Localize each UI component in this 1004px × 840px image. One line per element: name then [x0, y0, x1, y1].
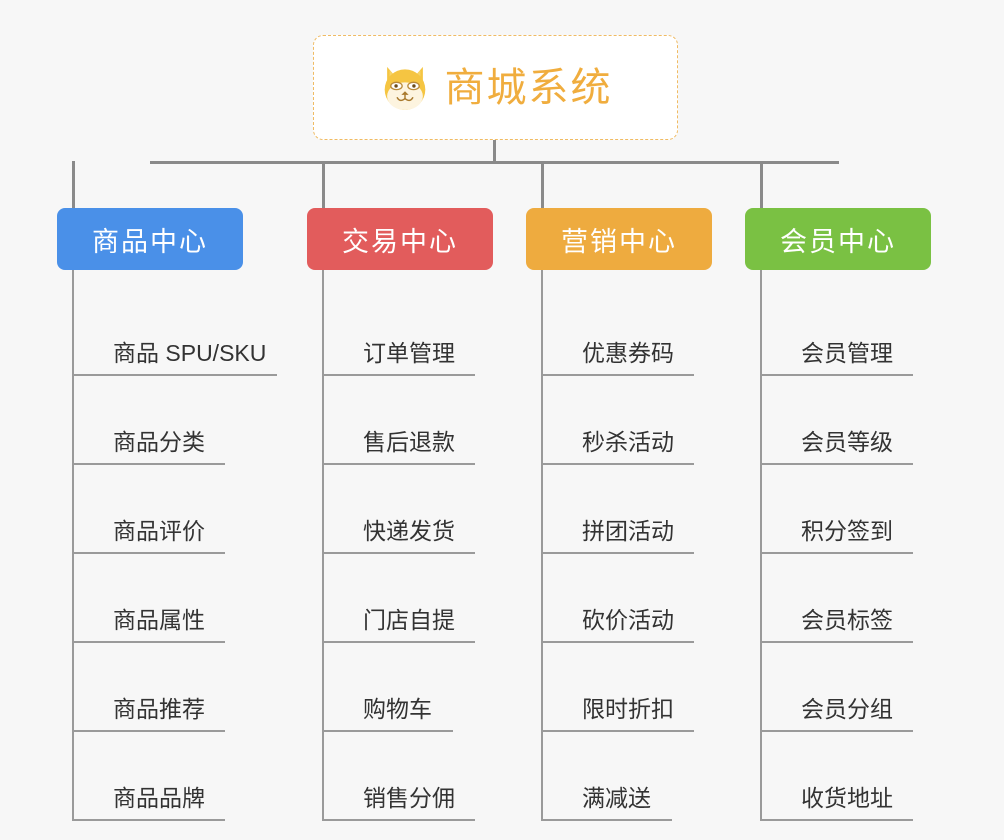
leaf-item[interactable]: 收货地址 [760, 732, 913, 821]
category-box-1[interactable]: 商品中心 [57, 208, 243, 270]
connector-root-vertical [493, 140, 496, 164]
connector-drop-4 [760, 161, 763, 208]
leaf-item-label: 会员分组 [801, 696, 893, 722]
leaf-column-1: 商品 SPU/SKU 商品分类商品评价商品属性商品推荐商品品牌 [72, 270, 332, 821]
column-spine [760, 270, 762, 821]
leaf-item[interactable]: 商品分类 [72, 376, 225, 465]
leaf-item[interactable]: 购物车 [322, 643, 453, 732]
category-label: 会员中心 [780, 226, 896, 257]
leaf-item[interactable]: 商品推荐 [72, 643, 225, 732]
leaf-item-label: 商品推荐 [113, 696, 205, 722]
leaf-item-label: 会员管理 [801, 340, 893, 366]
leaf-item-underline [72, 463, 225, 465]
category-label: 营销中心 [561, 226, 677, 257]
leaf-item[interactable]: 优惠券码 [541, 287, 694, 376]
leaf-item-underline [72, 552, 225, 554]
leaf-item-label: 商品 SPU/SKU [113, 340, 267, 366]
leaf-item[interactable]: 会员标签 [760, 554, 913, 643]
column-spine [322, 270, 324, 821]
leaf-item[interactable]: 会员分组 [760, 643, 913, 732]
leaf-item[interactable]: 限时折扣 [541, 643, 694, 732]
leaf-item[interactable]: 积分签到 [760, 465, 913, 554]
shiba-dog-face-icon [384, 66, 425, 112]
leaf-item-label: 购物车 [363, 696, 432, 722]
leaf-item-underline [760, 730, 913, 732]
leaf-item-label: 会员等级 [801, 429, 893, 455]
leaf-item[interactable]: 售后退款 [322, 376, 475, 465]
leaf-item-underline [322, 552, 475, 554]
leaf-column-4: 会员管理会员等级积分签到会员标签会员分组收货地址 [760, 270, 1004, 821]
leaf-item-label: 商品属性 [113, 607, 205, 633]
leaf-item-underline [541, 819, 672, 821]
leaf-item-underline [322, 730, 453, 732]
leaf-item[interactable]: 秒杀活动 [541, 376, 694, 465]
connector-drop-3 [541, 161, 544, 208]
leaf-item-underline [541, 463, 694, 465]
leaf-item[interactable]: 满减送 [541, 732, 672, 821]
leaf-item[interactable]: 销售分佣 [322, 732, 475, 821]
leaf-item-underline [541, 730, 694, 732]
leaf-item-label: 商品评价 [113, 518, 205, 544]
leaf-item-underline [760, 374, 913, 376]
leaf-item[interactable]: 砍价活动 [541, 554, 694, 643]
leaf-item-label: 拼团活动 [582, 518, 674, 544]
leaf-item[interactable]: 拼团活动 [541, 465, 694, 554]
category-box-3[interactable]: 营销中心 [526, 208, 712, 270]
leaf-item-underline [322, 819, 475, 821]
leaf-item[interactable]: 快递发货 [322, 465, 475, 554]
leaf-item-underline [72, 641, 225, 643]
connector-horizontal-bus [150, 161, 839, 164]
leaf-item-underline [541, 641, 694, 643]
leaf-item-underline [760, 463, 913, 465]
leaf-item-label: 秒杀活动 [582, 429, 674, 455]
leaf-item-label: 会员标签 [801, 607, 893, 633]
leaf-item-label: 快递发货 [363, 518, 455, 544]
leaf-column-2: 订单管理售后退款快递发货门店自提购物车销售分佣 [322, 270, 582, 821]
leaf-item-label: 订单管理 [363, 340, 455, 366]
column-spine [541, 270, 543, 821]
category-box-4[interactable]: 会员中心 [745, 208, 931, 270]
leaf-item-underline [541, 552, 694, 554]
leaf-item-label: 限时折扣 [582, 696, 674, 722]
leaf-item[interactable]: 会员管理 [760, 287, 913, 376]
leaf-item[interactable]: 商品品牌 [72, 732, 225, 821]
category-label: 交易中心 [342, 226, 458, 257]
leaf-item-label: 门店自提 [363, 607, 455, 633]
leaf-item-label: 商品品牌 [113, 785, 205, 811]
leaf-item-underline [760, 641, 913, 643]
leaf-item[interactable]: 商品评价 [72, 465, 225, 554]
category-box-2[interactable]: 交易中心 [307, 208, 493, 270]
leaf-item[interactable]: 商品 SPU/SKU [72, 287, 277, 376]
leaf-item-underline [322, 374, 475, 376]
leaf-item-underline [72, 730, 225, 732]
leaf-item-label: 售后退款 [363, 429, 455, 455]
leaf-item[interactable]: 门店自提 [322, 554, 475, 643]
leaf-item[interactable]: 商品属性 [72, 554, 225, 643]
leaf-item-label: 销售分佣 [363, 785, 455, 811]
leaf-item[interactable]: 会员等级 [760, 376, 913, 465]
leaf-column-3: 优惠券码秒杀活动拼团活动砍价活动限时折扣满减送 [541, 270, 801, 821]
root-node[interactable]: 商城系统 [313, 35, 678, 140]
connector-drop-1 [72, 161, 75, 208]
connector-drop-2 [322, 161, 325, 208]
column-spine [72, 270, 74, 821]
leaf-item-underline [72, 374, 277, 376]
leaf-item-underline [322, 463, 475, 465]
root-title: 商城系统 [444, 65, 613, 110]
leaf-item-label: 优惠券码 [582, 340, 674, 366]
leaf-item[interactable]: 订单管理 [322, 287, 475, 376]
leaf-item-label: 积分签到 [801, 518, 893, 544]
leaf-item-underline [322, 641, 475, 643]
leaf-item-label: 满减送 [582, 785, 651, 811]
leaf-item-underline [541, 374, 694, 376]
leaf-item-label: 收货地址 [801, 785, 893, 811]
leaf-item-underline [72, 819, 225, 821]
leaf-item-label: 商品分类 [113, 429, 205, 455]
leaf-item-label: 砍价活动 [582, 607, 674, 633]
category-label: 商品中心 [92, 226, 208, 257]
leaf-item-underline [760, 819, 913, 821]
leaf-item-underline [760, 552, 913, 554]
